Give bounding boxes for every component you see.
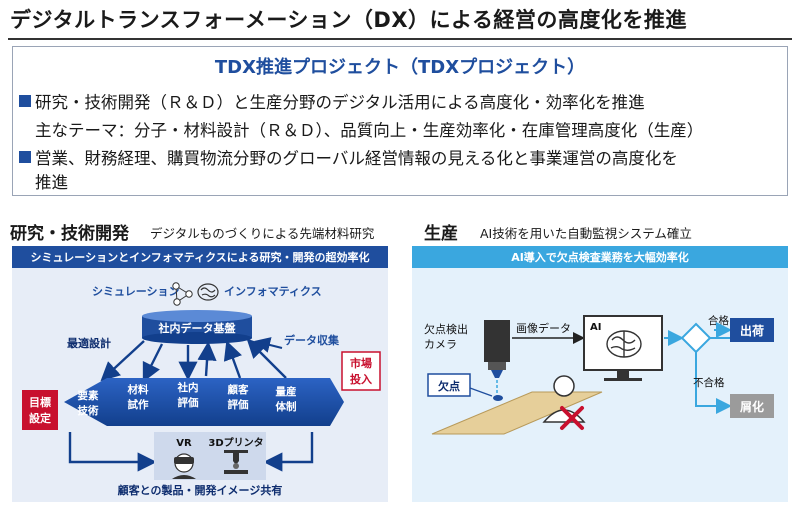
- prod-banner-text: AI導入で欠点検査業務を大幅効率化: [511, 250, 689, 264]
- image-data-label: 画像データ: [516, 321, 571, 335]
- tdx-item-2: 営業、財務経理、購買物流分野のグローバル経営情報の見える化と事業運営の高度化を: [19, 145, 678, 169]
- defect-callout-box: [427, 373, 471, 397]
- title-divider: [8, 38, 792, 40]
- brain-icon: [197, 283, 219, 301]
- step-5-line2: 体制: [276, 400, 297, 413]
- rd-banner: [12, 246, 388, 268]
- network-nodes-icon: [172, 282, 193, 306]
- prod-section-subtitle: AI技術を用いた自動監視システム確立: [480, 226, 692, 241]
- camera-label-line2: カメラ: [424, 338, 457, 351]
- informatics-label: インフォマティクス: [224, 285, 322, 298]
- process-chevron-arrow: [64, 378, 344, 426]
- step-3-line2: 評価: [178, 396, 199, 409]
- share-label: 顧客との製品・開発イメージ共有: [118, 483, 283, 497]
- ai-label: AI: [590, 322, 601, 333]
- camera-label-line1: 欠点検出: [424, 322, 468, 336]
- 3d-printer-icon: [224, 450, 248, 474]
- rd-section-subtitle: デジタルものづくりによる先端材料研究: [150, 226, 375, 241]
- page-title: デジタルトランスフォーメーション（DX）による経営の高度化を推進: [10, 8, 687, 32]
- step-5-line1: 量産: [276, 385, 297, 398]
- step-1-line1: 要素: [78, 389, 99, 402]
- share-arrow-right: [263, 432, 314, 472]
- defect-spot: [493, 395, 503, 401]
- process-steps: 要素 技術 材料 試作 社内 評価 顧客 評価 量産 体制: [78, 381, 297, 417]
- prod-panel-bg: [412, 246, 788, 502]
- fail-arrow: [695, 352, 732, 414]
- material-sheet: [431, 391, 603, 435]
- step-2-line2: 試作: [128, 398, 149, 411]
- tdx-item-1-themes: 主なテーマ：分子・材料設計（Ｒ＆Ｄ）、品質向上・生産効率化・在庫管理高度化（生産…: [35, 121, 704, 140]
- tdx-project-box: TDX推進プロジェクト（TDXプロジェクト） 研究・技術開発（Ｒ＆Ｄ）と生産分野…: [12, 46, 788, 196]
- prod-banner: [412, 246, 788, 268]
- tdx-item-1: 研究・技術開発（Ｒ＆Ｄ）と生産分野のデジタル活用による高度化・効率化を推進: [19, 89, 645, 113]
- pass-label: 合格: [708, 314, 729, 327]
- tdx-title: TDX推進プロジェクト（TDXプロジェクト）: [214, 57, 586, 78]
- data-collection-arrow: [254, 337, 283, 353]
- scrap-label: 屑化: [739, 399, 764, 414]
- market-launch-line1: 市場: [350, 356, 372, 370]
- simulation-label: シミュレーション: [92, 285, 180, 298]
- step-3-line1: 社内: [177, 381, 199, 394]
- tdx-item-2-text: 営業、財務経理、購買物流分野のグローバル経営情報の見える化と事業運営の高度化を: [35, 149, 678, 168]
- prod-section-title: 生産: [424, 224, 458, 244]
- goal-setting-line2: 設定: [29, 411, 51, 425]
- rd-diagram: シミュレーションとインフォマティクスによる研究・開発の超効率化 シミュレーション…: [12, 246, 388, 502]
- vr-headset-icon: [172, 453, 196, 479]
- step-1-line2: 技術: [78, 404, 99, 417]
- market-launch-box: [341, 351, 381, 391]
- defect-pointer: [469, 387, 493, 397]
- tdx-item-1-text: 研究・技術開発（Ｒ＆Ｄ）と生産分野のデジタル活用による高度化・効率化を推進: [35, 93, 645, 112]
- camera-icon: [484, 320, 510, 378]
- rd-banner-text: シミュレーションとインフォマティクスによる研究・開発の超効率化: [31, 250, 370, 264]
- optimal-design-label: 最適設計: [67, 336, 111, 350]
- production-diagram: AI導入で欠点検査業務を大幅効率化 欠点検出 カメラ 画像データ AI 合格 出…: [412, 246, 788, 502]
- 3d-printer-label: 3Dプリンタ: [208, 436, 263, 449]
- scrap-box: [730, 394, 774, 418]
- ship-label: 出荷: [740, 323, 764, 338]
- database-label: 社内データ基盤: [158, 321, 237, 335]
- data-collection-label: データ収集: [284, 333, 340, 347]
- cross-mark-icon: [560, 406, 584, 430]
- step-4-line2: 評価: [228, 398, 249, 411]
- brain-icon: [606, 330, 642, 358]
- step-2-line1: 材料: [127, 383, 149, 396]
- defect-label: 欠点: [438, 379, 460, 393]
- ship-box: [730, 318, 774, 342]
- fail-label: 不合格: [693, 376, 725, 389]
- monitor-icon: [583, 315, 663, 381]
- rd-section-title: 研究・技術開発: [10, 224, 129, 244]
- goal-setting-line1: 目標: [29, 395, 51, 409]
- step-4-line1: 顧客: [228, 383, 249, 396]
- square-bullet-icon: [19, 95, 31, 107]
- goal-setting-box: [22, 390, 58, 430]
- vr-label: VR: [176, 438, 192, 449]
- share-arrow-left: [68, 432, 157, 472]
- square-bullet-icon: [19, 151, 31, 163]
- design-arrows: [100, 338, 287, 383]
- tdx-item-2-cont: 推進: [35, 173, 68, 192]
- market-launch-line2: 投入: [350, 372, 372, 386]
